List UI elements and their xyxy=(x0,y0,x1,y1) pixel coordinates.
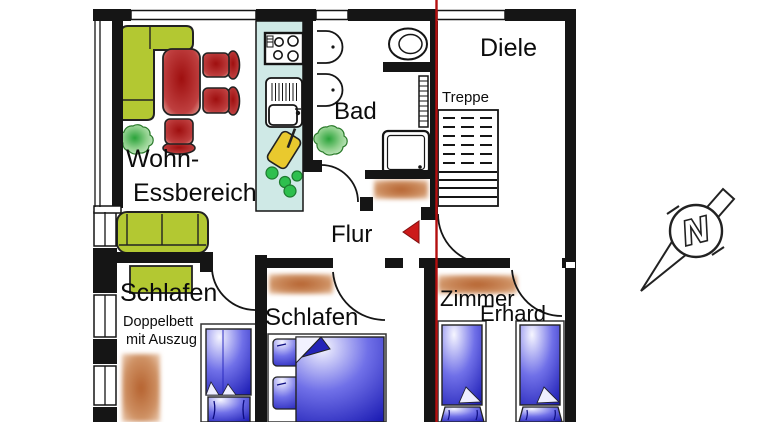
toilet xyxy=(388,27,428,61)
walls xyxy=(93,9,576,422)
bathroom-fixtures xyxy=(313,27,431,176)
balcony-front-lines xyxy=(94,21,106,405)
door-arcs xyxy=(211,164,563,321)
bed-single xyxy=(515,320,565,422)
label-bedroom-right-line2: Erhard xyxy=(480,301,547,326)
bedroom-middle-rug xyxy=(269,274,333,294)
label-stairs: Treppe xyxy=(442,89,489,106)
bedroom-left-rug xyxy=(122,354,160,422)
window-sill xyxy=(93,205,122,214)
label-bedroom-left: Schlafen xyxy=(120,279,218,307)
bed-double xyxy=(267,333,387,422)
knife-icon xyxy=(286,128,297,149)
label-bedroom-left-note2: mit Auszug xyxy=(126,332,197,348)
label-bedroom-middle: Schlafen xyxy=(265,304,359,331)
bedroom-middle-door-arc xyxy=(332,271,386,321)
rugs xyxy=(122,180,517,422)
kitchen xyxy=(255,20,305,212)
label-hall: Diele xyxy=(480,34,537,62)
doormat-rug xyxy=(374,180,428,199)
label-corridor: Flur xyxy=(331,221,373,248)
window xyxy=(315,9,349,21)
towel-radiator xyxy=(418,75,429,128)
label-bath: Bad xyxy=(334,98,377,125)
plant xyxy=(313,125,348,156)
entrance-arrow-icon xyxy=(402,220,420,244)
bed-double-pullout xyxy=(200,323,258,422)
vegetables xyxy=(265,166,303,198)
label-bedroom-left-note1: Doppelbett xyxy=(123,314,194,330)
entrance-door-arc xyxy=(437,213,489,265)
dining-chair xyxy=(162,118,196,155)
bedroom-left-door-arc xyxy=(211,269,257,311)
dining-table xyxy=(162,48,201,116)
door-hinge-gap xyxy=(566,262,575,268)
dining-chair xyxy=(202,86,241,116)
bed-single xyxy=(437,320,487,422)
label-living-line1: Wohn- xyxy=(126,145,200,173)
stove xyxy=(263,31,305,66)
label-living-line2: Essbereich xyxy=(133,179,257,207)
blanket xyxy=(295,336,385,422)
shower xyxy=(381,129,431,176)
bedroom-right-door-arc xyxy=(511,269,563,317)
label-bedroom-right-line1: Zimmer xyxy=(440,286,515,311)
stair-solid-treads xyxy=(439,171,497,198)
sideboard xyxy=(129,265,193,294)
washbasin xyxy=(317,30,344,64)
window xyxy=(436,9,506,21)
bath-door-arc xyxy=(320,164,359,203)
window xyxy=(130,9,257,21)
dining-chair xyxy=(202,50,241,80)
two-seat-sofa xyxy=(116,211,209,254)
washbasin xyxy=(317,73,344,107)
north-arrow-icon: N xyxy=(640,187,736,292)
kitchen-sink xyxy=(265,77,303,128)
bedroom-right-rug xyxy=(438,275,517,294)
staircase xyxy=(437,109,499,207)
stair-dashed-treads xyxy=(443,117,492,164)
living-area-furniture xyxy=(116,25,241,294)
cutting-board xyxy=(266,128,302,170)
